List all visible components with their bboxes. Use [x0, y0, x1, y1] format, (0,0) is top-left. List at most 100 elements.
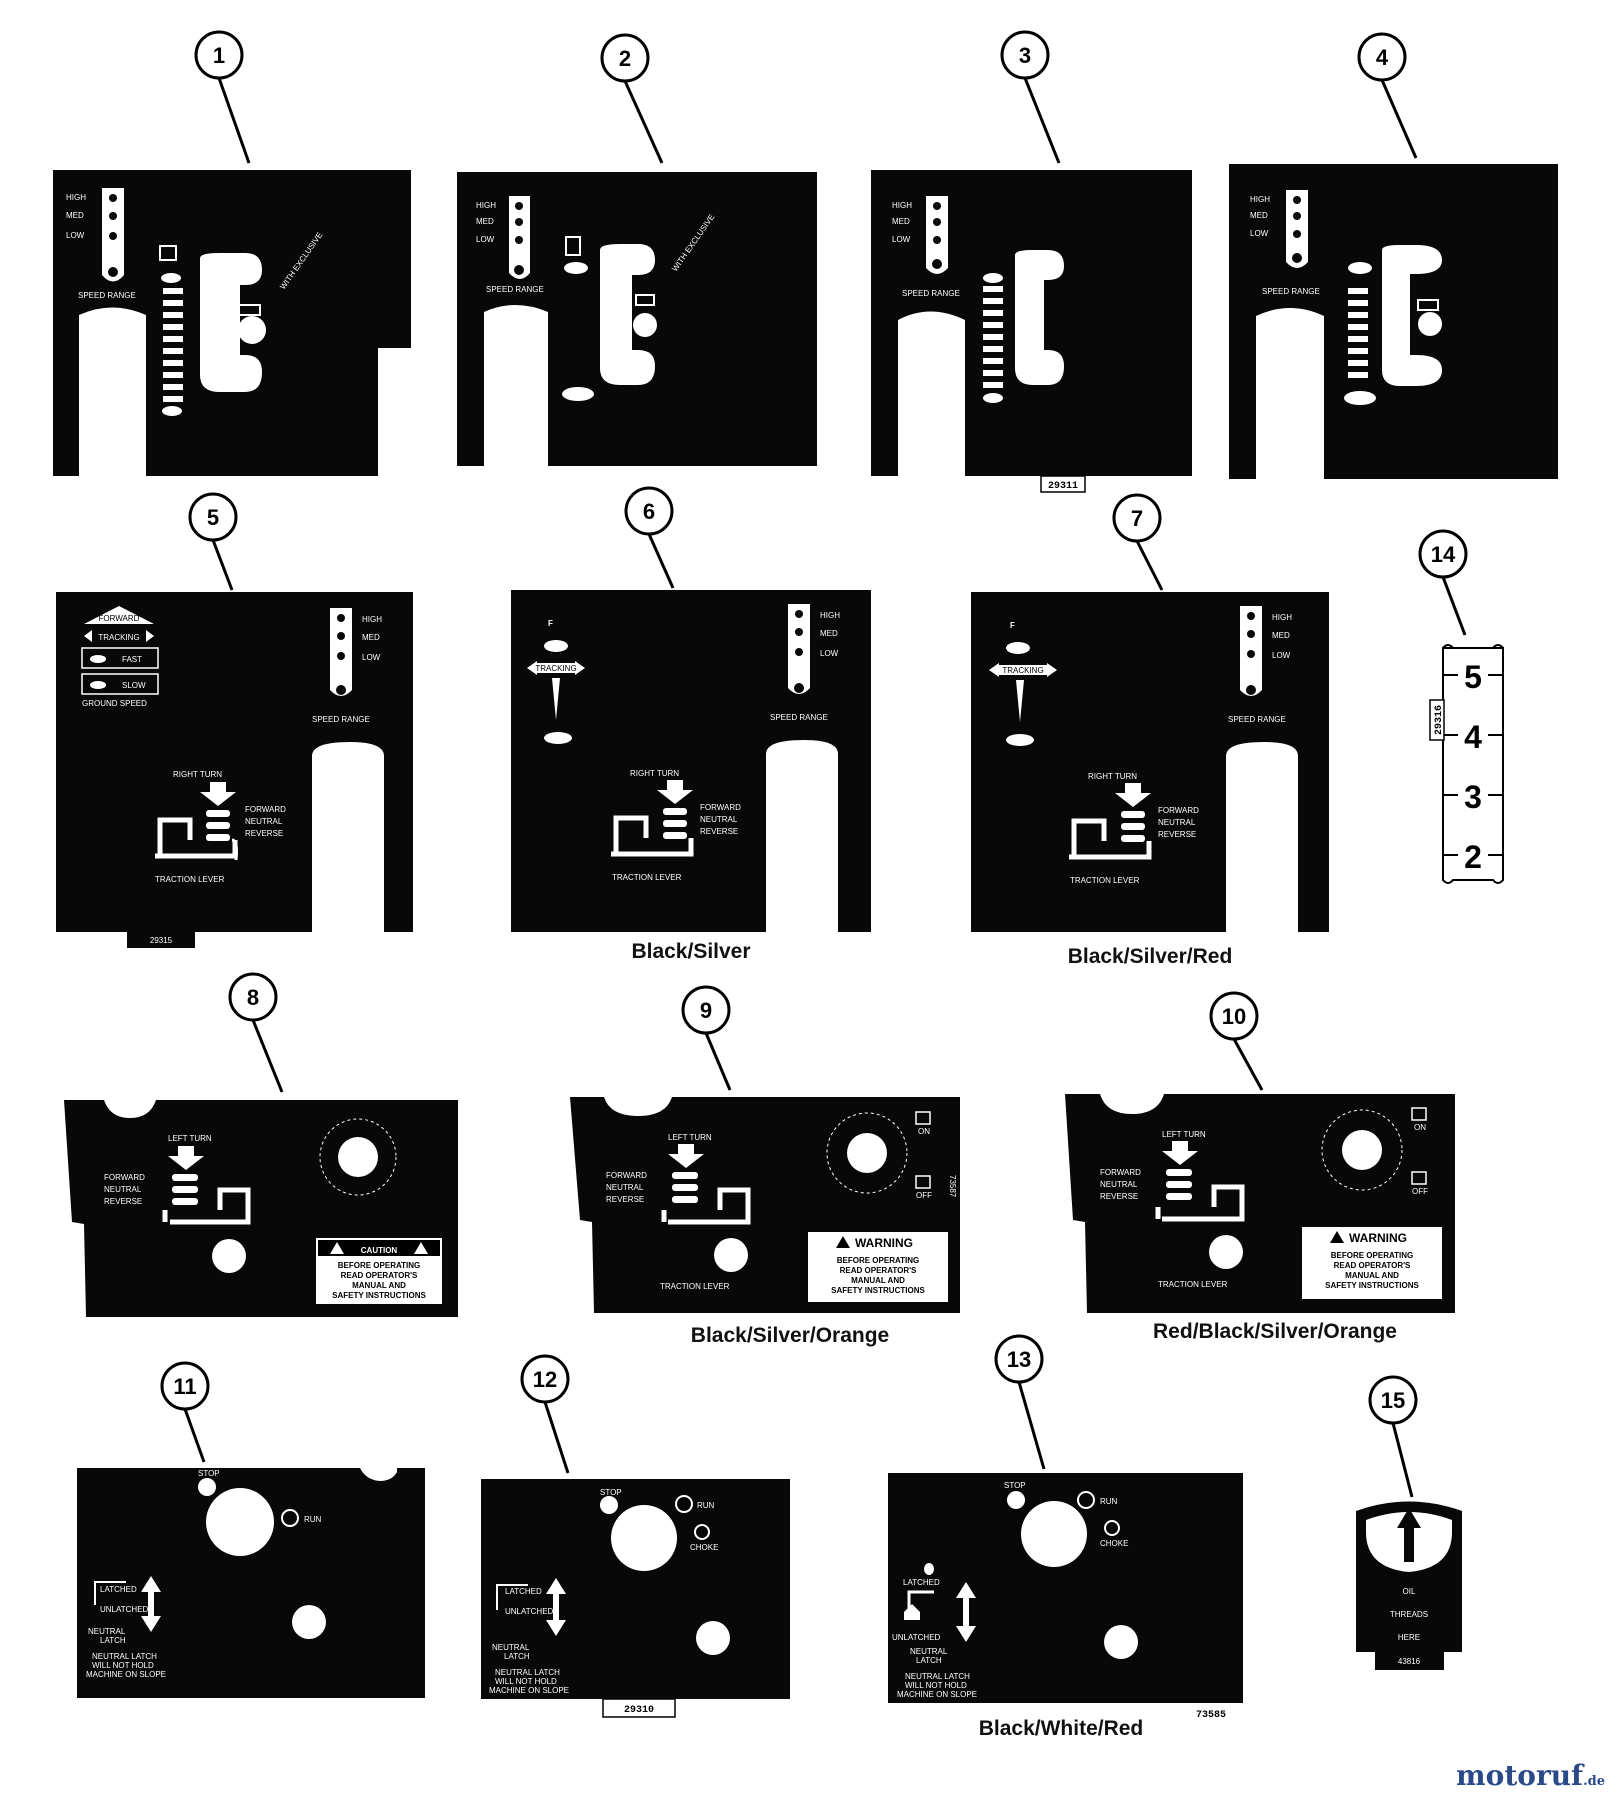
- decal-6: F TRACKING HIGH MED LOW SPEED RANGE RIGH…: [511, 590, 871, 932]
- svg-text:SAFETY INSTRUCTIONS: SAFETY INSTRUCTIONS: [1325, 1281, 1419, 1290]
- callout-2: 2: [600, 33, 664, 164]
- svg-text:SPEED RANGE: SPEED RANGE: [1228, 715, 1286, 724]
- svg-text:73587: 73587: [948, 1175, 957, 1198]
- svg-text:READ OPERATOR'S: READ OPERATOR'S: [1334, 1261, 1411, 1270]
- svg-text:TRACTION LEVER: TRACTION LEVER: [660, 1282, 730, 1291]
- svg-text:FORWARD: FORWARD: [245, 805, 286, 814]
- svg-text:NEUTRAL: NEUTRAL: [245, 817, 283, 826]
- svg-text:73585: 73585: [1196, 1710, 1226, 1721]
- svg-text:43816: 43816: [1398, 1657, 1421, 1666]
- svg-text:REVERSE: REVERSE: [245, 829, 283, 838]
- svg-text:LOW: LOW: [362, 653, 381, 662]
- svg-text:MACHINE ON SLOPE: MACHINE ON SLOPE: [489, 1686, 569, 1695]
- svg-text:WILL NOT HOLD: WILL NOT HOLD: [495, 1677, 557, 1686]
- svg-text:SLOW: SLOW: [122, 681, 146, 690]
- svg-text:HIGH: HIGH: [1272, 613, 1292, 622]
- caption-13: Black/White/Red: [979, 1717, 1144, 1740]
- svg-text:OIL: OIL: [1403, 1587, 1416, 1596]
- svg-text:RUN: RUN: [1100, 1497, 1118, 1506]
- callout-9: 9: [681, 985, 732, 1091]
- caption-6: Black/Silver: [631, 940, 750, 963]
- callout-1: 1: [194, 30, 251, 164]
- decal-1: HIGH MED LOW SPEED RANGE WITH EXCLUSIVE: [53, 170, 411, 476]
- svg-text:FORWARD: FORWARD: [606, 1171, 647, 1180]
- svg-text:11: 11: [173, 1374, 196, 1399]
- svg-text:WILL NOT HOLD: WILL NOT HOLD: [905, 1681, 967, 1690]
- svg-text:GROUND SPEED: GROUND SPEED: [82, 699, 147, 708]
- svg-text:NEUTRAL: NEUTRAL: [700, 815, 738, 824]
- svg-text:REVERSE: REVERSE: [700, 827, 738, 836]
- svg-text:NEUTRAL LATCH: NEUTRAL LATCH: [495, 1668, 560, 1677]
- svg-text:F: F: [548, 619, 553, 628]
- svg-text:73581: 73581: [790, 919, 813, 928]
- decal-7: F TRACKING HIGH MED LOW SPEED RANGE RIGH…: [971, 592, 1329, 932]
- svg-text:LOW: LOW: [66, 231, 85, 240]
- svg-text:READ OPERATOR'S: READ OPERATOR'S: [341, 1271, 418, 1280]
- svg-text:TRACTION LEVER: TRACTION LEVER: [1158, 1280, 1228, 1289]
- svg-text:TRACKING: TRACKING: [535, 664, 576, 673]
- svg-text:5: 5: [1464, 659, 1482, 695]
- decal-9: LEFT TURN FORWARD NEUTRAL REVERSE TRACTI…: [570, 1097, 960, 1313]
- svg-text:1: 1: [213, 43, 225, 68]
- callout-4: 4: [1357, 32, 1418, 159]
- svg-text:13: 13: [1007, 1347, 1031, 1372]
- svg-text:9: 9: [700, 998, 712, 1023]
- svg-text:MED: MED: [1272, 631, 1290, 640]
- svg-text:MED: MED: [66, 211, 84, 220]
- svg-text:SPEED RANGE: SPEED RANGE: [78, 291, 136, 300]
- svg-text:SPEED RANGE: SPEED RANGE: [902, 289, 960, 298]
- svg-text:NEUTRAL LATCH: NEUTRAL LATCH: [92, 1652, 157, 1661]
- svg-text:NEUTRAL: NEUTRAL: [606, 1183, 644, 1192]
- svg-text:OFF: OFF: [916, 1191, 932, 1200]
- svg-text:LATCH: LATCH: [504, 1652, 530, 1661]
- svg-text:RUN: RUN: [304, 1515, 322, 1524]
- svg-text:LEFT TURN: LEFT TURN: [1162, 1130, 1206, 1139]
- callout-6: 6: [624, 486, 675, 589]
- svg-text:ON: ON: [918, 1127, 930, 1136]
- callout-15: 15: [1368, 1375, 1418, 1498]
- watermark-logo: motoruf.de: [1456, 1759, 1605, 1792]
- svg-text:TRACTION LEVER: TRACTION LEVER: [612, 873, 682, 882]
- decal-5: FORWARD TRACKING FAST SLOW GROUND SPEED …: [56, 592, 413, 948]
- svg-text:HIGH: HIGH: [1250, 195, 1270, 204]
- svg-text:LATCHED: LATCHED: [903, 1578, 940, 1587]
- svg-text:NEUTRAL: NEUTRAL: [1158, 818, 1196, 827]
- caption-10: Red/Black/Silver/Orange: [1153, 1320, 1397, 1343]
- svg-text:3: 3: [1464, 779, 1482, 815]
- callout-14: 14: [1418, 529, 1468, 636]
- svg-text:LOW: LOW: [892, 235, 911, 244]
- svg-text:STOP: STOP: [1004, 1481, 1026, 1490]
- svg-text:5: 5: [207, 505, 219, 530]
- svg-text:OFF: OFF: [1412, 1187, 1428, 1196]
- svg-text:FORWARD: FORWARD: [99, 614, 140, 623]
- svg-text:UNLATCHED: UNLATCHED: [505, 1607, 554, 1616]
- svg-text:LOW: LOW: [820, 649, 839, 658]
- svg-text:14: 14: [1431, 542, 1456, 567]
- svg-text:HIGH: HIGH: [476, 201, 496, 210]
- svg-text:29310: 29310: [624, 1705, 654, 1716]
- svg-text:HIGH: HIGH: [892, 201, 912, 210]
- svg-text:HIGH: HIGH: [362, 615, 382, 624]
- svg-text:7: 7: [1131, 506, 1143, 531]
- decal-13: STOP RUN CHOKE LATCHED UNLATCHED NEUTRAL…: [888, 1473, 1243, 1721]
- svg-text:LEFT TURN: LEFT TURN: [168, 1134, 212, 1143]
- svg-text:MACHINE ON SLOPE: MACHINE ON SLOPE: [86, 1670, 166, 1679]
- svg-text:REVERSE: REVERSE: [1100, 1192, 1138, 1201]
- svg-text:CAUTION: CAUTION: [361, 1246, 398, 1255]
- svg-text:REVERSE: REVERSE: [1158, 830, 1196, 839]
- svg-text:SPEED RANGE: SPEED RANGE: [770, 713, 828, 722]
- svg-text:READ OPERATOR'S: READ OPERATOR'S: [840, 1266, 917, 1275]
- svg-text:TRACKING: TRACKING: [98, 633, 139, 642]
- callout-13: 13: [994, 1334, 1046, 1470]
- svg-text:THREADS: THREADS: [1390, 1610, 1428, 1619]
- svg-text:LATCHED: LATCHED: [100, 1585, 137, 1594]
- svg-text:FORWARD: FORWARD: [1100, 1168, 1141, 1177]
- svg-text:SPEED RANGE: SPEED RANGE: [312, 715, 370, 724]
- svg-text:FORWARD: FORWARD: [1158, 806, 1199, 815]
- callout-11: 11: [160, 1361, 210, 1463]
- svg-text:HIGH: HIGH: [820, 611, 840, 620]
- svg-text:FORWARD: FORWARD: [700, 803, 741, 812]
- svg-text:LOW: LOW: [476, 235, 495, 244]
- svg-text:LATCH: LATCH: [916, 1656, 942, 1665]
- svg-text:STOP: STOP: [198, 1469, 220, 1478]
